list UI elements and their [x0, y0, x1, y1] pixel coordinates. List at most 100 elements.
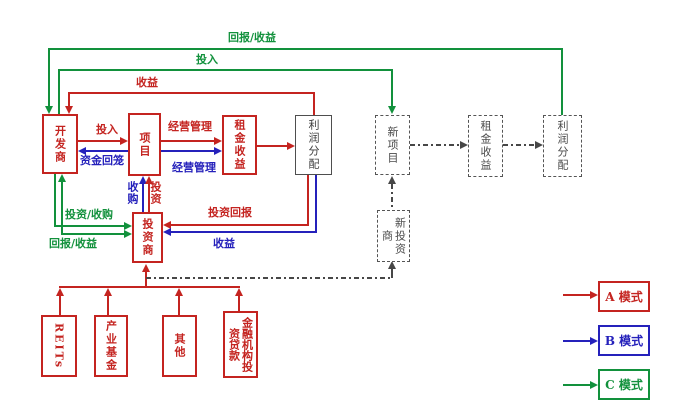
arrowhead-into-new-rental [460, 140, 468, 149]
edge-b-management [161, 150, 214, 152]
edge-sources-collector [59, 286, 240, 288]
edge-c-invest-top [58, 69, 393, 71]
box-project-label: 项目 [138, 131, 151, 158]
arrowhead-c-invest-acquire-into-investor [124, 221, 132, 230]
arrowhead-a-invest-return-into-investor [163, 220, 171, 229]
arrowhead-c-invest-into-new-project [387, 106, 396, 114]
box-new-profit-distribution: 利润分配 [543, 115, 582, 177]
edge-a-income-right-rise [313, 92, 315, 115]
edge-investor-to-new-investor [146, 277, 392, 279]
edge-other-rise [178, 296, 180, 315]
legend-mode-c-label: C 模式 [605, 378, 643, 392]
edge-a-income-top [68, 92, 315, 94]
label-a-top-income: 收益 [136, 76, 158, 89]
edge-b-income [171, 231, 317, 233]
label-a-invest-vertical: 投资 [149, 181, 162, 205]
arrowhead-a-rental-into-profit [287, 141, 295, 150]
edge-c-return-left-drop [48, 48, 50, 106]
legend-arrow-a-line [563, 294, 590, 296]
label-c-top-invest: 投入 [196, 53, 218, 66]
box-new-rental-income: 租金收益 [468, 115, 503, 177]
arrowhead-other-up [174, 288, 183, 296]
box-project: 项目 [128, 113, 161, 176]
box-new-investor-label: 新投资商 [380, 216, 407, 256]
legend-arrow-b-head [590, 336, 598, 345]
edge-industry-fund-rise [107, 296, 109, 315]
arrowhead-a-invest-into-project [120, 136, 128, 145]
label-b-management: 经营管理 [172, 161, 216, 174]
edge-c-invest-left-rise [58, 69, 60, 114]
edge-financial-loans-rise [238, 296, 240, 311]
legend-arrow-a-head [590, 290, 598, 299]
edge-b-capital-return [86, 150, 128, 152]
box-new-rental-income-label: 租金收益 [479, 120, 492, 172]
edge-c-return-income-rise [61, 182, 63, 233]
legend-mode-b-label: B 模式 [604, 334, 644, 348]
box-reits-label: REITs [52, 322, 66, 370]
edge-a-invest-return-drop [307, 173, 309, 226]
edge-b-acquire [142, 184, 144, 212]
box-profit-distribution: 利润分配 [295, 115, 332, 175]
box-financial-loans: 金融机构投资贷款 [223, 311, 258, 378]
legend-box-mode-a: A 模式 [598, 281, 650, 312]
box-industry-fund-label: 产业基金 [104, 320, 118, 372]
edge-c-return-income [61, 233, 124, 235]
legend-mode-a-label: A 模式 [605, 290, 643, 304]
edge-a-invest-dev-to-project [78, 140, 120, 142]
arrowhead-sources-into-investor [141, 264, 150, 272]
box-investor: 投资商 [132, 212, 163, 263]
arrowhead-reits-up [55, 288, 64, 296]
edge-c-invest-right-drop [391, 69, 393, 106]
box-investor-label: 投资商 [141, 218, 154, 257]
edge-sources-to-investor-rise [145, 272, 147, 287]
edge-c-return-top [48, 48, 563, 50]
edge-c-return-right-drop [561, 48, 563, 115]
box-rental-income-label: 租金收益 [233, 119, 246, 171]
arrowhead-c-return-income-into-developer [57, 174, 66, 182]
arrowhead-b-income-into-investor [163, 227, 171, 236]
box-rental-income: 租金收益 [222, 115, 257, 175]
edge-new-investor-to-new-project [391, 184, 393, 210]
arrowhead-c-return-income-into-investor [124, 229, 132, 238]
box-developer-label: 开发商 [53, 124, 67, 164]
box-financial-loans-label: 金融机构投资贷款 [227, 317, 254, 372]
arrowhead-b-capital-return-into-developer [78, 146, 86, 155]
arrowhead-b-acquire-into-project [138, 176, 147, 184]
label-c-return-income: 回报/收益 [49, 237, 98, 250]
legend-box-mode-b: B 模式 [598, 325, 650, 356]
box-new-project: 新项目 [375, 115, 410, 175]
arrowhead-b-management-into-rental [214, 146, 222, 155]
arrowhead-a-management-into-rental [214, 136, 222, 145]
edge-c-invest-acquire [54, 225, 124, 227]
arrowhead-into-new-project-bottom [388, 176, 396, 184]
box-industry-fund: 产业基金 [94, 315, 128, 377]
edge-a-income-left-drop [68, 92, 70, 106]
box-profit-distribution-label: 利润分配 [307, 119, 320, 171]
edge-c-invest-acquire-drop [54, 174, 56, 225]
label-a-invest-return: 投资回报 [208, 206, 252, 219]
label-b-acquire: 收购 [126, 181, 139, 205]
label-c-top-return: 回报/收益 [228, 31, 277, 44]
arrowhead-a-income-into-developer [64, 106, 73, 114]
edge-reits-rise [59, 296, 61, 315]
edge-new-investor-rise [391, 269, 393, 278]
edge-a-rental-to-profit [257, 145, 287, 147]
legend-box-mode-c: C 模式 [598, 369, 650, 400]
label-a-invest: 投入 [96, 123, 118, 136]
arrowhead-a-invest-into-project-bottom [144, 176, 153, 184]
edge-new-rental-to-new-profit [503, 144, 535, 146]
edge-b-income-drop [315, 173, 317, 233]
box-other-label: 其他 [173, 333, 186, 359]
edge-a-invest-return [171, 224, 309, 226]
label-b-income: 收益 [213, 237, 235, 250]
box-new-profit-distribution-label: 利润分配 [556, 120, 569, 172]
arrowhead-into-new-profit [535, 140, 543, 149]
box-new-project-label: 新项目 [386, 125, 399, 165]
arrowhead-financial-loans-up [234, 288, 243, 296]
label-c-invest-acquire: 投资/收购 [65, 208, 114, 221]
box-reits: REITs [41, 315, 77, 377]
label-a-management: 经营管理 [168, 120, 212, 133]
arrowhead-c-return-into-developer [44, 106, 53, 114]
edge-a-management [161, 140, 214, 142]
